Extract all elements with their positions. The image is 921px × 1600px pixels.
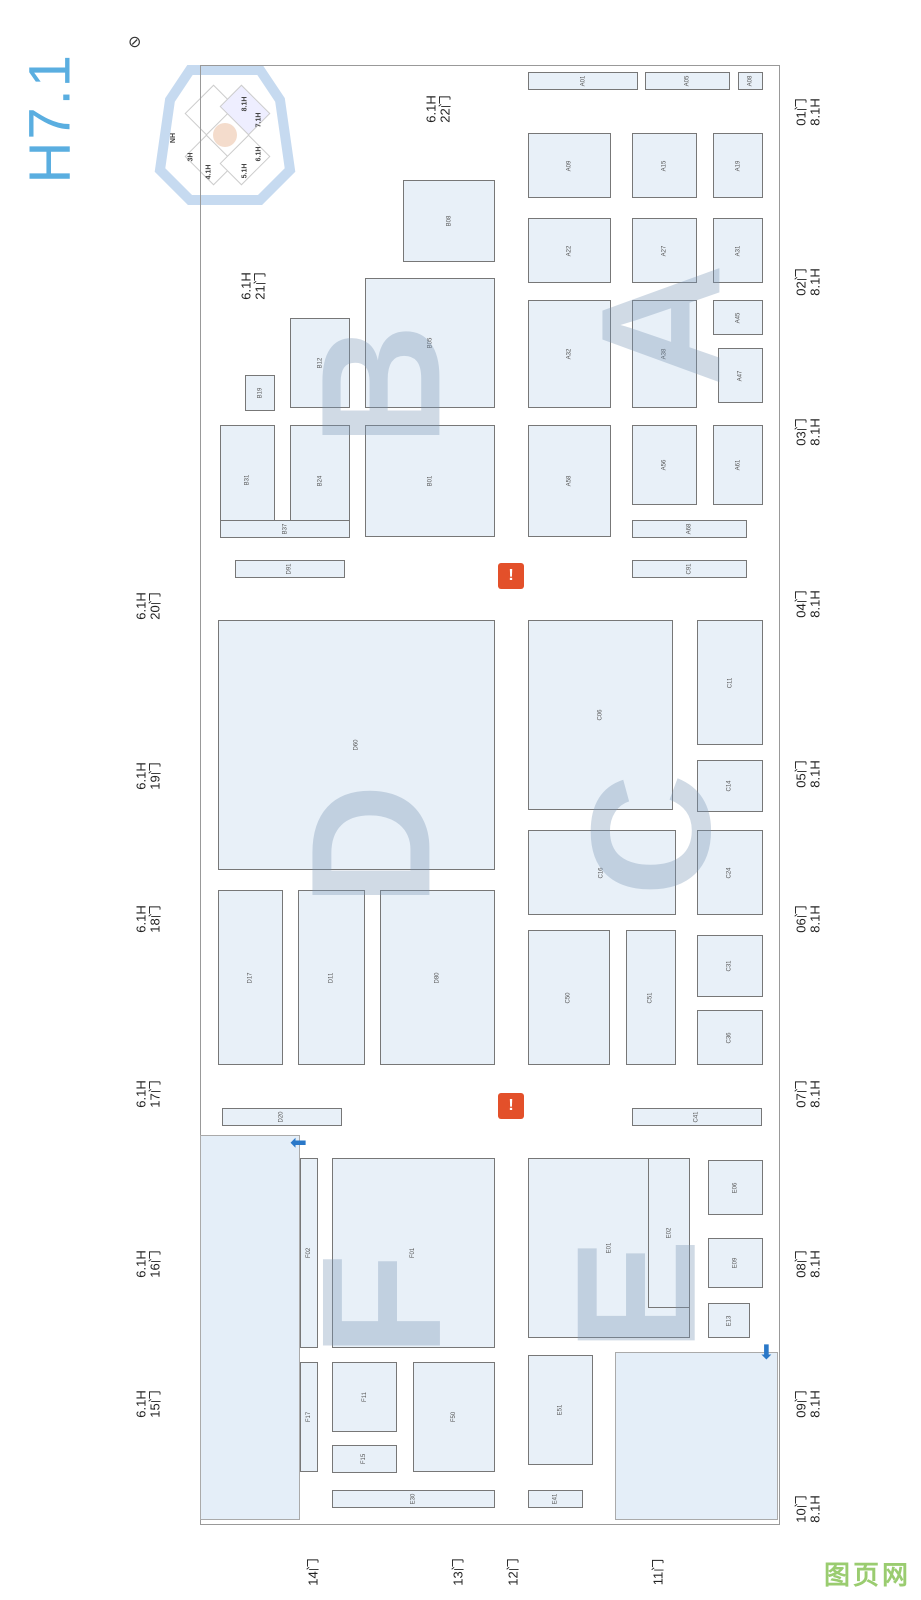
booth[interactable]: F15 <box>332 1445 397 1473</box>
arrow-down-icon: ⬇ <box>758 1342 775 1364</box>
booth[interactable]: A68 <box>632 520 747 538</box>
booth[interactable]: A31 <box>713 218 763 283</box>
booth[interactable]: C51 <box>626 930 676 1065</box>
minimap-hall-label: 3H <box>187 152 195 162</box>
booth[interactable]: A61 <box>713 425 763 505</box>
watermark: 图页网 <box>823 1560 911 1590</box>
booth[interactable]: B08 <box>403 180 495 262</box>
booth[interactable]: B12 <box>290 318 350 408</box>
zone-letter-c: C <box>556 773 747 897</box>
booth[interactable]: A15 <box>632 133 697 198</box>
booth[interactable]: E30 <box>332 1490 495 1508</box>
booth[interactable]: E09 <box>708 1238 763 1288</box>
booth[interactable]: D17 <box>218 890 283 1065</box>
venue-minimap <box>154 65 296 205</box>
booth[interactable]: E51 <box>528 1355 593 1465</box>
booth[interactable]: A47 <box>718 348 763 403</box>
booth[interactable]: E41 <box>528 1490 583 1508</box>
booth[interactable]: F17 <box>300 1362 318 1472</box>
booth[interactable]: B01 <box>365 425 495 537</box>
booth[interactable]: C41 <box>632 1108 762 1126</box>
zone-f-area <box>200 1135 300 1520</box>
fire-extinguisher-icon: ! <box>498 1093 524 1119</box>
zone-letter-d: D <box>276 783 467 907</box>
zone-letter-a: A <box>566 263 757 387</box>
booth[interactable]: A56 <box>632 425 697 505</box>
booth[interactable]: A01 <box>528 72 638 90</box>
zone-letter-f: F <box>286 1253 477 1357</box>
booth[interactable]: B37 <box>220 520 350 538</box>
arrow-left-icon: ⬅ <box>290 1132 307 1154</box>
booth[interactable]: C11 <box>697 620 763 745</box>
booth[interactable]: C36 <box>697 1010 763 1065</box>
gate-14[interactable]: 14门 <box>305 1558 321 1586</box>
booth[interactable]: D11 <box>298 890 365 1065</box>
hall-title: H7.1 <box>17 52 83 184</box>
gate-12[interactable]: 12门 <box>505 1558 521 1586</box>
booth[interactable]: F02 <box>300 1158 318 1348</box>
booth[interactable]: E13 <box>708 1303 750 1338</box>
gate-13[interactable]: 13门 <box>450 1558 466 1586</box>
fire-extinguisher-icon: ! <box>498 563 524 589</box>
booth[interactable]: F11 <box>332 1362 397 1432</box>
hall-outline <box>200 65 780 1525</box>
booth[interactable]: C31 <box>697 935 763 997</box>
zone-e-area <box>615 1352 778 1520</box>
gate-11[interactable]: 11门 <box>650 1558 666 1586</box>
booth[interactable]: C16 <box>528 830 676 915</box>
booth[interactable]: A05 <box>645 72 730 90</box>
minimap-hall-label: NH <box>170 132 178 144</box>
booth[interactable]: A32 <box>528 300 611 408</box>
booth[interactable]: B19 <box>245 375 275 411</box>
booth[interactable]: D91 <box>235 560 345 578</box>
booth[interactable]: A08 <box>738 72 763 90</box>
booth[interactable]: B31 <box>220 425 275 535</box>
booth[interactable]: C24 <box>697 830 763 915</box>
zone-letter-e: E <box>541 1238 732 1352</box>
booth[interactable]: D60 <box>218 620 495 870</box>
booth[interactable]: E06 <box>708 1160 763 1215</box>
booth[interactable]: B24 <box>290 425 350 537</box>
booth[interactable]: E02 <box>648 1158 690 1308</box>
booth[interactable]: A19 <box>713 133 763 198</box>
booth[interactable]: A45 <box>713 300 763 335</box>
booth[interactable]: C91 <box>632 560 747 578</box>
compass-icon: ⊘ <box>128 34 142 51</box>
zone-letter-b: B <box>286 323 477 447</box>
booth[interactable]: D80 <box>380 890 495 1065</box>
booth[interactable]: C06 <box>528 620 673 810</box>
booth[interactable]: A09 <box>528 133 611 198</box>
booth[interactable]: C50 <box>528 930 610 1065</box>
booth[interactable]: C14 <box>697 760 763 812</box>
booth[interactable]: F01 <box>332 1158 495 1348</box>
booth[interactable]: D20 <box>222 1108 342 1126</box>
booth[interactable]: A27 <box>632 218 697 283</box>
booth[interactable]: B05 <box>365 278 495 408</box>
booth[interactable]: A22 <box>528 218 611 283</box>
booth[interactable]: A38 <box>632 300 697 408</box>
booth[interactable]: F50 <box>413 1362 495 1472</box>
booth[interactable]: A58 <box>528 425 611 537</box>
